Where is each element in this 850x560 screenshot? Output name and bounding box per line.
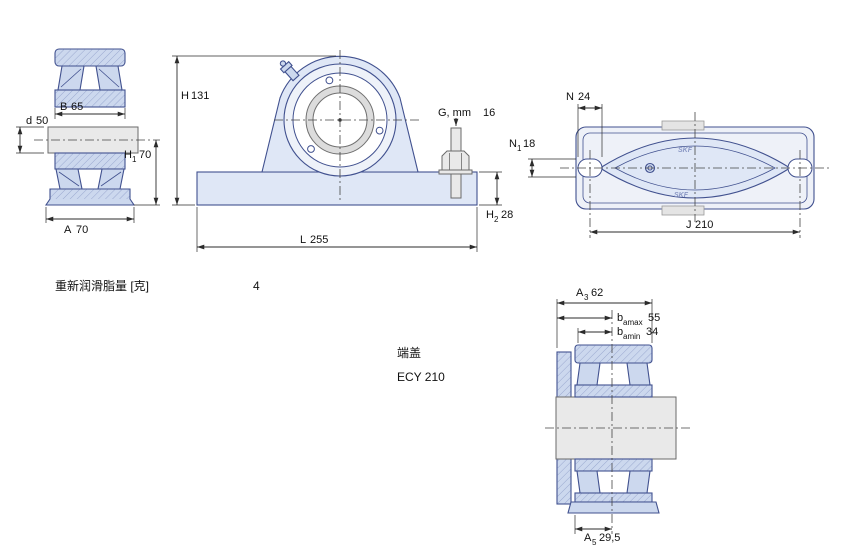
base-plate [196,171,478,206]
dim-bamin-sub: amin [623,332,640,341]
dim-J: J 210 [590,219,800,235]
cast-pad [661,205,705,216]
hex-nut [441,150,470,171]
roller [626,362,651,386]
dim-bamax-sub: amax [623,318,643,327]
dim-a-value: 70 [76,224,88,236]
housing-foot-section [567,501,660,514]
dim-h1-label: H [124,149,132,161]
dim-B: B 65 [54,101,126,119]
dim-n1-label: N [509,138,517,150]
dim-a3-value: 62 [591,287,603,299]
dim-n-label: N [566,91,574,103]
dim-N: N 24 [566,91,603,157]
dim-b-value: 65 [71,101,83,113]
cap-profile-inner [614,145,776,191]
dim-d: d 50 [16,115,48,154]
bolt-shank [450,173,462,199]
dim-n1-sub: 1 [517,144,522,153]
dim-N1: N 1 18 [509,138,576,178]
roller [576,470,601,494]
dim-a3-label: A [576,287,584,299]
brand-mark: SKF [678,147,693,154]
dim-h1-sub: 1 [132,155,137,164]
view-side: A 3 62 b amax 55 b amin 34 A 5 29,5 [545,287,690,547]
grease-nipple-icon [279,60,300,82]
dim-bamax: b amax 55 [557,312,660,327]
dim-b-label: B [60,101,67,113]
dim-h-value: 131 [191,90,209,102]
endcap-label: 端盖 [397,346,421,360]
endcap-value: ECY 210 [397,370,445,384]
dim-h-label: H [181,90,189,102]
view-plan: SKF SKF N 24 N 1 18 J [509,91,830,238]
dim-l-value: 255 [310,234,328,246]
dim-a5-sub: 5 [592,538,597,547]
dim-h2-value: 28 [501,209,513,221]
dim-g-label: G, mm [438,107,471,119]
cover-hole [375,126,384,135]
roller [576,362,601,386]
attachment-bolt [438,127,473,199]
regrease-value: 4 [253,279,260,293]
dim-l-label: L [300,234,306,246]
dim-A: A 70 [45,207,135,236]
dim-g-value: 16 [483,107,495,119]
view-cross-section: B 65 d 50 H 1 70 [16,48,160,236]
dim-n-value: 24 [578,91,590,103]
dim-a5-label: A [584,532,592,544]
dim-H: H 131 [172,55,336,206]
dim-A5: A 5 29,5 [574,515,620,547]
brand-mark: SKF [674,192,689,199]
washer [438,169,473,175]
notes: 重新润滑脂量 [克] 4 端盖 ECY 210 [55,278,445,384]
dim-A3: A 3 62 [556,287,653,348]
dim-bamax-value: 55 [648,312,660,324]
dim-j-value: 210 [695,219,713,231]
roller [626,470,651,494]
cast-pad [661,120,705,131]
dim-h2-sub: 2 [494,215,499,224]
regrease-label: 重新润滑脂量 [克] [55,278,149,293]
cover-hole [325,76,334,85]
dim-a5-value: 29,5 [599,532,620,544]
dim-L: L 255 [196,207,478,252]
dim-bamin-label: b [617,326,623,338]
view-front: G, mm 16 H 131 H 2 28 L 255 [172,50,513,252]
dim-h2-label: H [486,209,494,221]
dim-bamin-value: 34 [646,326,658,338]
dim-j-label: J [686,219,692,231]
dim-d-label: d [26,115,32,127]
dim-a-label: A [64,224,72,236]
cover-hole [307,145,315,153]
dim-bamin: b amin 34 [577,326,658,343]
dim-bamax-label: b [617,312,623,324]
dim-n1-value: 18 [523,138,535,150]
dim-h1-value: 70 [139,149,151,161]
dim-H1: H 1 70 [124,140,160,206]
dim-G: G, mm 16 [438,107,495,126]
dim-H2: H 2 28 [479,171,513,224]
dim-a3-sub: 3 [584,293,589,302]
dim-d-value: 50 [36,115,48,127]
